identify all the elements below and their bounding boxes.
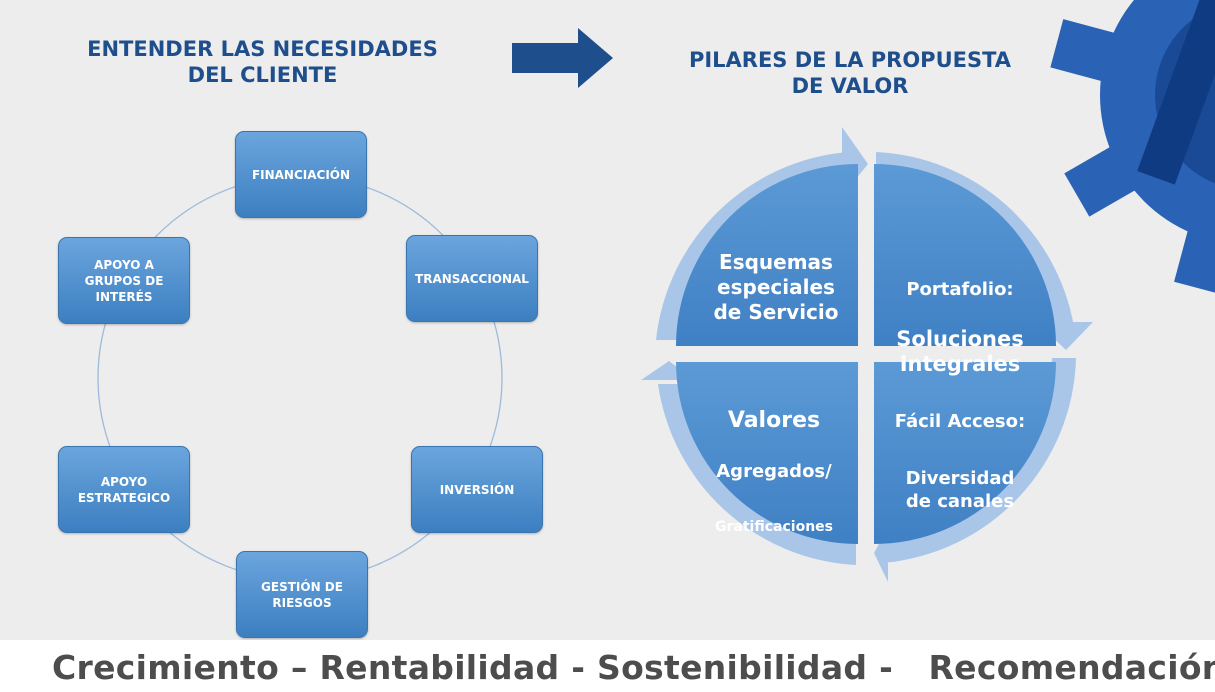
quadrant-text-top-left: Esquemas especiales de Servicio (713, 250, 839, 324)
quadrant-body-top-right: Soluciones Integrales (896, 327, 1024, 376)
quadrant-top-right (874, 164, 1056, 346)
quadrant-small-bottom-left: Gratificaciones (715, 519, 833, 535)
cycle-box-apoyo-estrategico: APOYO ESTRATEGICO (58, 446, 190, 533)
quadrant-title-top-right: Portafolio: (906, 279, 1014, 300)
value-pillars-matrix (641, 127, 1093, 582)
quadrant-text-bottom-right: Fácil Acceso: Diversidad de canales (880, 383, 1040, 538)
right-heading: PILARES DE LA PROPUESTA DE VALOR (688, 48, 1012, 98)
quadrant-text-bottom-left: Valores Agregados/ Gratificaciones (696, 383, 852, 570)
content-panel: ENTENDER LAS NECESIDADES DEL CLIENTE PIL… (0, 0, 1215, 640)
ring-arrow-bottom-right (882, 358, 1076, 563)
quadrant-title-bottom-right: Fácil Acceso: (894, 411, 1026, 432)
quadrant-title-bottom-left: Valores (727, 408, 821, 433)
quadrant-body-bottom-right: Diversidad de canales (905, 468, 1015, 512)
cycle-box-inversion: INVERSIÓN (411, 446, 543, 533)
quadrant-top-left (676, 164, 858, 346)
quadrant-bottom-left (676, 362, 858, 544)
gear-decoration (1050, 0, 1215, 295)
cycle-box-gestion-riesgos: GESTIÓN DE RIESGOS (236, 551, 368, 638)
quadrant-bottom-right (874, 362, 1056, 544)
right-arrow-icon (512, 28, 613, 88)
cycle-box-financiacion: FINANCIACIÓN (235, 131, 367, 218)
cycle-box-apoyo-grupos: APOYO A GRUPOS DE INTERÉS (58, 237, 190, 324)
footer-tagline: Crecimiento – Rentabilidad - Sostenibili… (52, 648, 1215, 687)
quadrant-sub-bottom-left: Agregados/ (716, 461, 832, 482)
left-heading: ENTENDER LAS NECESIDADES DEL CLIENTE (87, 37, 438, 87)
ring-arrow-bottom-left (658, 384, 856, 565)
cycle-box-transaccional: TRANSACCIONAL (406, 235, 538, 322)
quadrant-text-top-right: Portafolio: Soluciones Integrales (880, 252, 1040, 402)
